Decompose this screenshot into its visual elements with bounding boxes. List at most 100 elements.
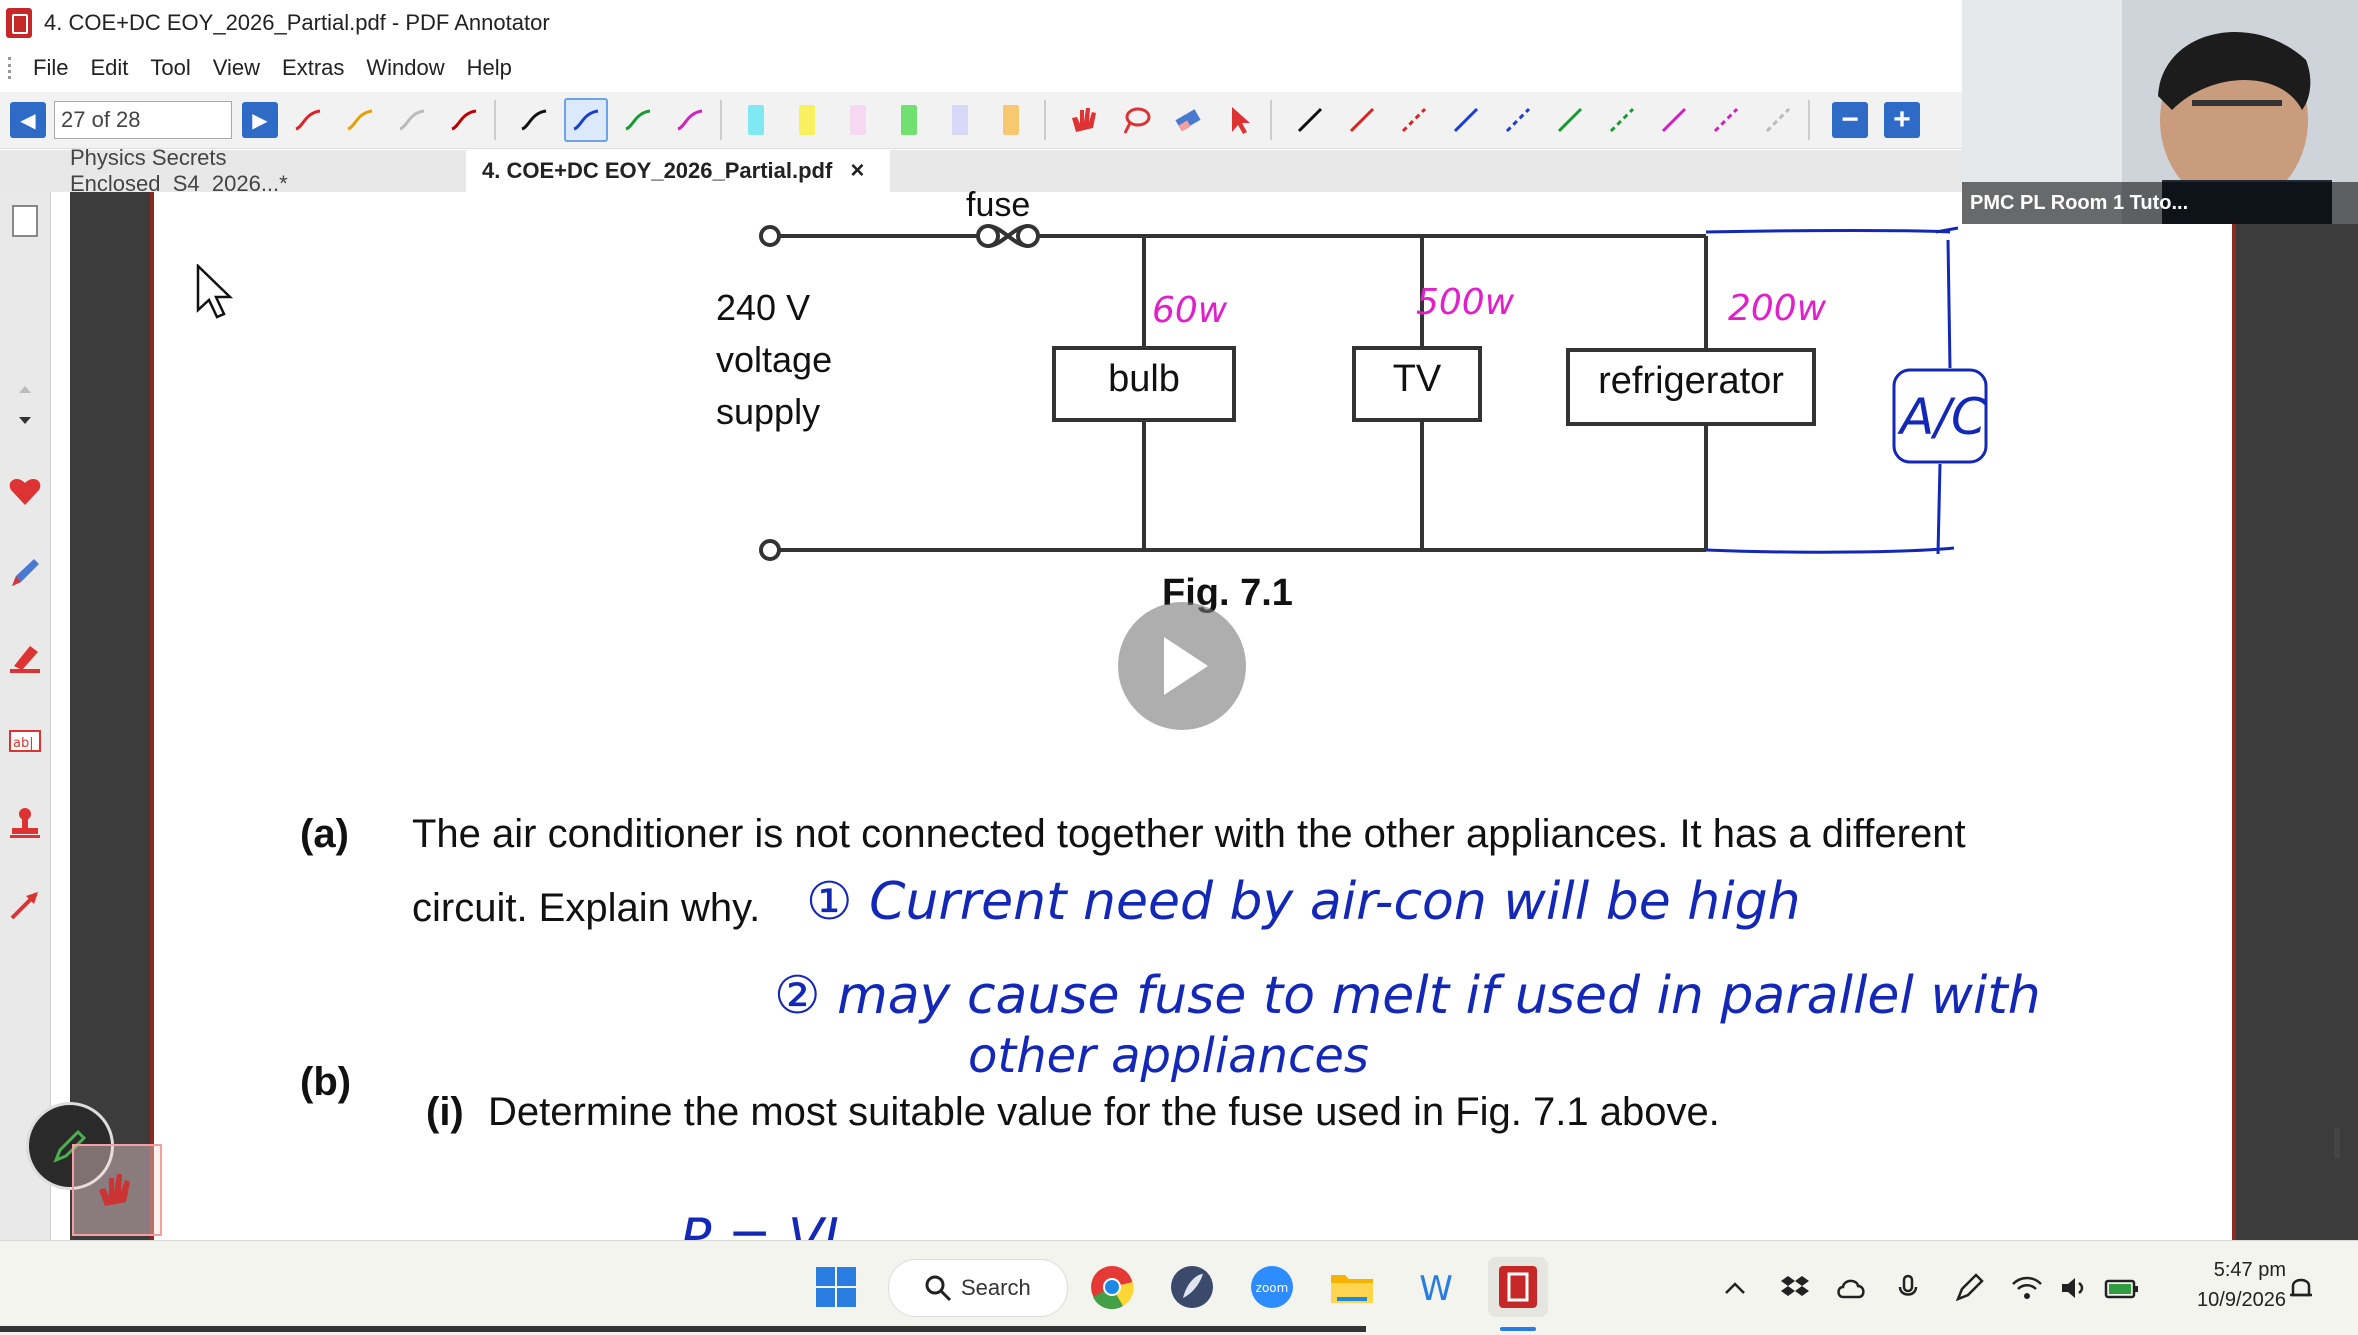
fridge-power-annotation: 200w	[1728, 288, 1827, 329]
menu-edit[interactable]: Edit	[90, 55, 129, 80]
pdf-annotator-app-icon	[6, 8, 32, 38]
pen-blue-icon[interactable]	[564, 98, 608, 142]
window-title: 4. COE+DC EOY_2026_Partial.pdf - PDF Ann…	[44, 10, 550, 35]
title-bar: 4. COE+DC EOY_2026_Partial.pdf - PDF Ann…	[0, 0, 1962, 46]
tab-label: Physics Secrets Enclosed_S4_2026...*	[70, 145, 288, 196]
highlighter-lavender-icon[interactable]	[952, 105, 968, 135]
toolbar: ◀ 27 of 28 ▶ − +	[0, 92, 1962, 149]
pen-red-icon[interactable]	[286, 98, 330, 142]
battery-icon[interactable]	[2104, 1271, 2138, 1305]
search-label: Search	[961, 1275, 1031, 1300]
menu-view[interactable]: View	[212, 55, 261, 80]
tab-label: 4. COE+DC EOY_2026_Partial.pdf	[482, 158, 833, 183]
taskbar-search-box[interactable]: Search	[888, 1259, 1068, 1317]
pen-darkred-icon[interactable]	[442, 98, 486, 142]
previous-page-button[interactable]: ◀	[10, 102, 46, 138]
line-black-icon[interactable]	[1288, 98, 1332, 142]
document-background-right	[2236, 192, 2358, 1240]
dashed-line-green-icon[interactable]	[1600, 98, 1644, 142]
dashed-line-white-icon[interactable]	[1756, 98, 1800, 142]
question-b-i-text: Determine the most suitable value for th…	[488, 1090, 1720, 1134]
menu-window[interactable]: Window	[366, 55, 445, 80]
pen-orange-icon[interactable]	[338, 98, 382, 142]
page-scrollbar[interactable]	[2334, 1128, 2340, 1158]
line-red-icon[interactable]	[1340, 98, 1384, 142]
floating-pen-button[interactable]	[26, 1102, 114, 1190]
zoom-out-button[interactable]: −	[1832, 102, 1868, 138]
toolbar-separator	[494, 100, 496, 140]
eraser-icon[interactable]	[1166, 98, 1210, 142]
tab-coe-dc-eoy[interactable]: 4. COE+DC EOY_2026_Partial.pdf ×	[466, 150, 890, 192]
play-button-icon[interactable]	[1118, 602, 1246, 730]
pencil-icon	[53, 1129, 87, 1163]
hand-gesture-box[interactable]	[72, 1144, 162, 1236]
stamp-icon[interactable]	[8, 806, 42, 840]
w-app-icon[interactable]: W	[1406, 1257, 1466, 1317]
cloud-sync-icon[interactable]	[1834, 1271, 1868, 1305]
menu-bar: File Edit Tool View Extras Window Help	[0, 48, 1962, 88]
highlighter-green-icon[interactable]	[901, 105, 917, 135]
highlighter-yellow-icon[interactable]	[799, 105, 815, 135]
highlighter-tool-icon[interactable]	[8, 640, 42, 674]
zoom-in-button[interactable]: +	[1884, 102, 1920, 138]
feather-app-icon[interactable]	[1162, 1257, 1222, 1317]
close-tab-icon[interactable]: ×	[850, 157, 865, 184]
pdf-page[interactable]: fuse 240 V voltage supply bulb TV refrig…	[150, 186, 2340, 1240]
tab-physics-secrets[interactable]: Physics Secrets Enclosed_S4_2026...*	[54, 145, 464, 196]
microphone-icon[interactable]	[1892, 1271, 1926, 1305]
dropbox-icon[interactable]	[1778, 1271, 1812, 1305]
lasso-icon[interactable]	[1114, 98, 1158, 142]
pen-tool-icon[interactable]	[8, 556, 42, 590]
notification-bell-icon[interactable]	[2284, 1271, 2318, 1305]
hand-tool-icon[interactable]	[1062, 98, 1106, 142]
menu-extras[interactable]: Extras	[282, 55, 345, 80]
handwritten-formula-partial: P = VI	[680, 1208, 839, 1240]
active-app-indicator	[1500, 1327, 1536, 1331]
ac-label-annotation: A/C	[1900, 388, 1986, 446]
document-background-left	[70, 192, 150, 1240]
file-explorer-icon[interactable]	[1322, 1257, 1382, 1317]
pen-magenta-icon[interactable]	[668, 98, 712, 142]
refrigerator-label: refrigerator	[1598, 360, 1784, 402]
blank-page-icon[interactable]	[8, 204, 42, 238]
start-menu-icon[interactable]	[806, 1257, 866, 1317]
pdf-annotator-taskbar-icon[interactable]	[1488, 1257, 1548, 1317]
dashed-line-magenta-icon[interactable]	[1704, 98, 1748, 142]
toolbar-separator	[1808, 100, 1810, 140]
pen-white-icon[interactable]	[390, 98, 434, 142]
wifi-icon[interactable]	[2010, 1271, 2044, 1305]
highlighter-orange-icon[interactable]	[1003, 105, 1019, 135]
highlighter-cyan-icon[interactable]	[748, 105, 764, 135]
tv-label: TV	[1392, 358, 1442, 400]
zoom-app-icon[interactable]: zoom	[1242, 1257, 1302, 1317]
next-page-button[interactable]: ▶	[242, 102, 278, 138]
highlighter-pink-icon[interactable]	[850, 105, 866, 135]
dashed-line-red-icon[interactable]	[1392, 98, 1436, 142]
page-number-input[interactable]: 27 of 28	[54, 101, 232, 139]
mouse-cursor-icon	[196, 264, 234, 319]
menu-file[interactable]: File	[33, 55, 69, 80]
menu-help[interactable]: Help	[466, 55, 512, 80]
line-green-icon[interactable]	[1548, 98, 1592, 142]
question-a-line1: The air conditioner is not connected tog…	[412, 812, 1966, 856]
scroll-up-icon[interactable]	[8, 372, 42, 406]
favorite-heart-icon[interactable]	[8, 474, 42, 508]
video-participant-tile[interactable]: PMC PL Room 1 Tuto...	[1962, 0, 2358, 224]
pen-black-icon[interactable]	[512, 98, 556, 142]
volume-icon[interactable]	[2058, 1271, 2092, 1305]
select-arrow-icon[interactable]	[1218, 98, 1262, 142]
pen-green-icon[interactable]	[616, 98, 660, 142]
text-box-icon[interactable]: ab|	[8, 724, 42, 758]
line-blue-icon[interactable]	[1444, 98, 1488, 142]
scroll-down-icon[interactable]	[8, 404, 42, 438]
fuse-label: fuse	[966, 186, 1031, 224]
show-hidden-icons-chevron-icon[interactable]	[1718, 1271, 1752, 1305]
taskbar-clock[interactable]: 5:47 pm 10/9/2026	[2197, 1255, 2286, 1315]
dashed-line-blue-icon[interactable]	[1496, 98, 1540, 142]
chrome-icon[interactable]	[1082, 1257, 1142, 1317]
svg-text:W: W	[1419, 1269, 1453, 1309]
menu-tool[interactable]: Tool	[150, 55, 191, 80]
arrow-tool-icon[interactable]	[8, 888, 42, 922]
pen-menu-icon[interactable]	[1952, 1271, 1986, 1305]
line-magenta-icon[interactable]	[1652, 98, 1696, 142]
